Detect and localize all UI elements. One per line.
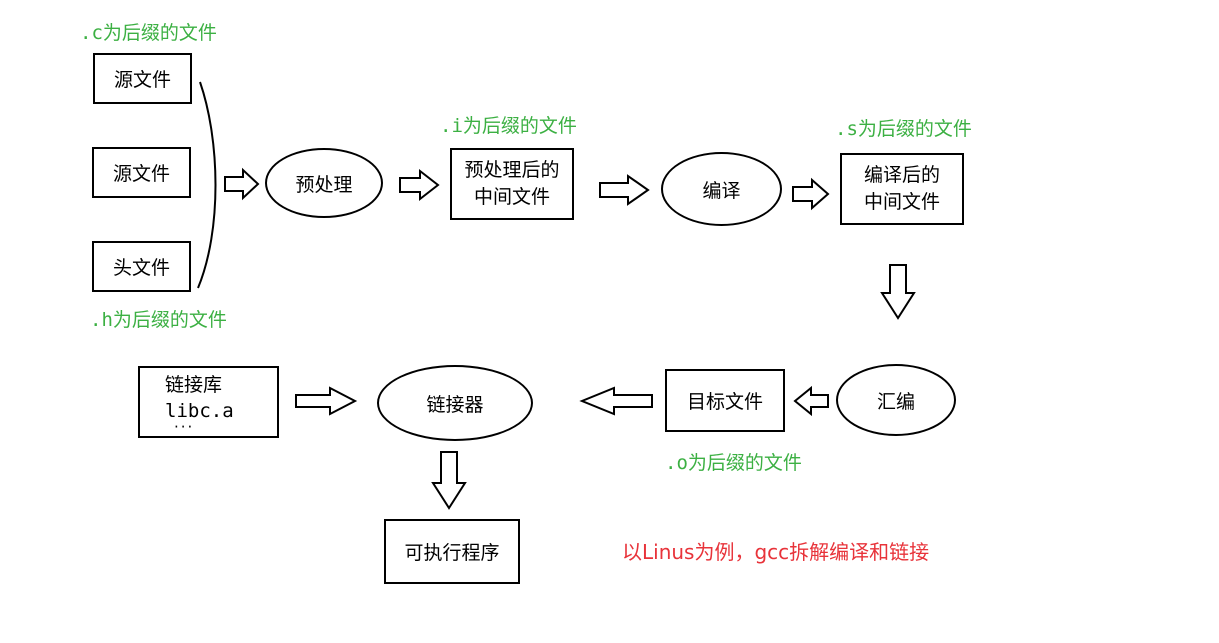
arrow-to-preprocess: [224, 167, 260, 201]
linker-node: 链接器: [377, 365, 533, 441]
assemble-label: 汇编: [876, 390, 915, 413]
source-file-box-2: 源文件: [92, 147, 191, 198]
arrow-down-to-executable: [431, 451, 467, 510]
arrow-library-to-linker: [295, 386, 358, 416]
preprocess-label: 预处理: [295, 173, 353, 196]
library-title: 链接库: [165, 374, 223, 396]
header-file-label: 头文件: [112, 257, 170, 279]
object-file-label: 目标文件: [686, 391, 763, 413]
arrow-to-compiled-file: [792, 177, 830, 211]
library-more-ellipsis: ···: [174, 418, 195, 436]
executable-label: 可执行程序: [404, 542, 500, 564]
linker-label: 链接器: [426, 393, 484, 416]
compile-node: 编译: [661, 152, 782, 226]
arrow-to-object-file: [793, 385, 829, 417]
preprocessed-label-line1: 预处理后的: [464, 159, 560, 181]
footnote-text: 以Linus为例，gcc拆解编译和链接: [622, 540, 930, 564]
s-suffix-note: .s为后缀的文件: [835, 118, 972, 140]
source-file-label-2: 源文件: [112, 163, 170, 185]
arrow-to-linker: [579, 386, 653, 416]
library-item-libc: libc.a: [165, 400, 234, 422]
c-suffix-note: .c为后缀的文件: [80, 22, 217, 44]
i-suffix-note: .i为后缀的文件: [440, 115, 577, 137]
assemble-node: 汇编: [836, 364, 956, 436]
executable-box: 可执行程序: [384, 519, 520, 584]
compiled-file-box: 编译后的 中间文件: [840, 153, 964, 225]
source-file-box-1: 源文件: [93, 53, 192, 104]
compiled-label-line1: 编译后的: [863, 164, 940, 186]
header-file-box: 头文件: [92, 241, 191, 292]
arrow-to-preprocessed-file: [399, 168, 440, 202]
arrow-down-to-assemble: [880, 264, 916, 320]
object-file-box: 目标文件: [665, 369, 785, 432]
merge-brace: [197, 81, 217, 289]
compile-label: 编译: [702, 179, 741, 202]
source-file-label-1: 源文件: [113, 69, 171, 91]
h-suffix-note: .h为后缀的文件: [90, 309, 227, 331]
library-box: 链接库 libc.a ···: [138, 366, 279, 438]
compiled-label-line2: 中间文件: [863, 191, 940, 213]
preprocessed-file-box: 预处理后的 中间文件: [450, 148, 574, 220]
preprocess-node: 预处理: [265, 148, 383, 218]
preprocessed-label-line2: 中间文件: [473, 186, 550, 208]
arrow-to-compile: [599, 174, 650, 206]
o-suffix-note: .o为后缀的文件: [665, 452, 802, 474]
